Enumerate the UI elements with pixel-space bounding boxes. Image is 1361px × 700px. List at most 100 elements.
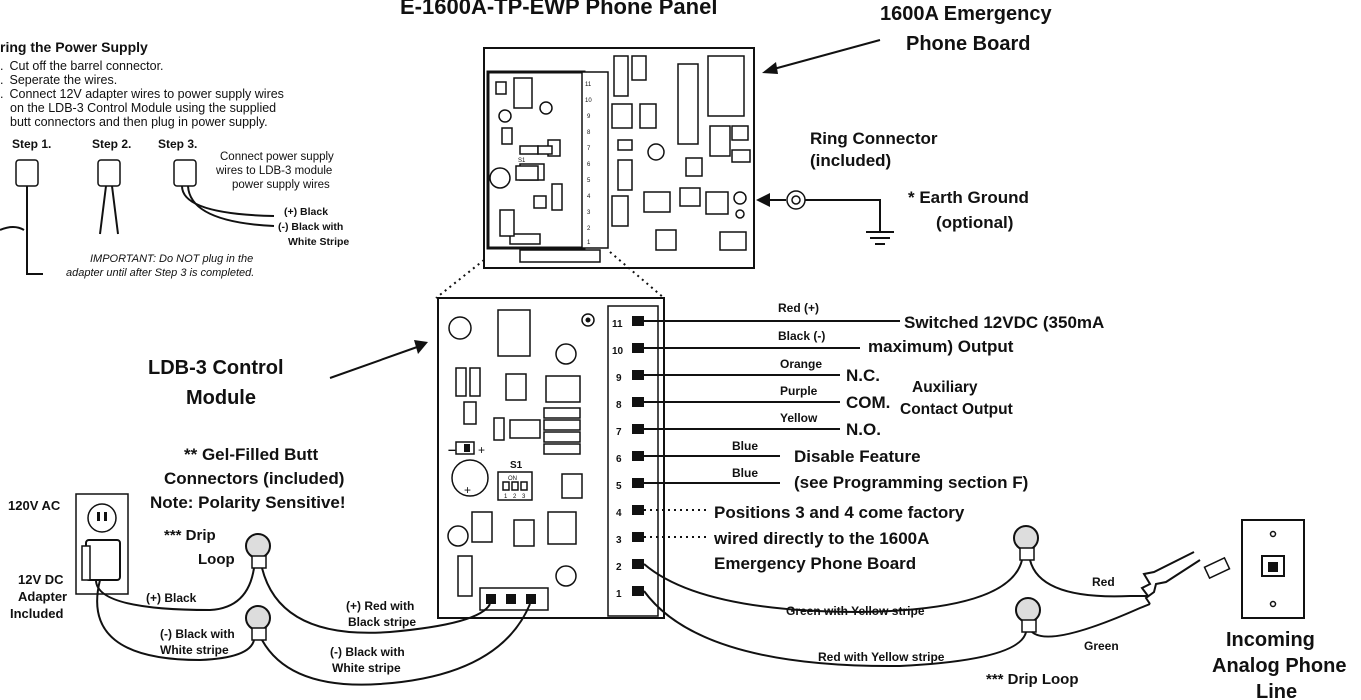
butt-connector-minus bbox=[245, 605, 271, 641]
connect-note-2: wires to LDB-3 module bbox=[215, 165, 332, 177]
svg-text:9: 9 bbox=[616, 373, 622, 384]
step-1-label: Step 1. bbox=[12, 137, 51, 151]
module-switch-s1: S1 ON 1 2 3 bbox=[497, 460, 533, 501]
svg-text:+: + bbox=[478, 443, 485, 457]
wire-color-t6: Blue bbox=[732, 439, 758, 453]
important-note-1: IMPORTANT: Do NOT plug in the bbox=[90, 253, 253, 265]
aux-label-2: Contact Output bbox=[900, 401, 1013, 418]
svg-text:8: 8 bbox=[587, 130, 591, 136]
svg-text:1: 1 bbox=[616, 589, 622, 600]
earth-ground-label-2: (optional) bbox=[936, 213, 1013, 232]
svg-text:6: 6 bbox=[616, 454, 622, 465]
wire-color-t5: Blue bbox=[732, 466, 758, 480]
aux-label-1: Auxiliary bbox=[912, 379, 978, 396]
svg-text:S1: S1 bbox=[518, 158, 526, 164]
output-wires bbox=[644, 320, 900, 538]
label-green-yellow: Green with Yellow stripe bbox=[786, 604, 925, 618]
output-nc: N.C. bbox=[846, 366, 880, 385]
board-components bbox=[489, 55, 751, 263]
board-terminal-numbers: 11 10 9 8 7 6 5 4 3 2 1 bbox=[585, 82, 592, 246]
power-heading: ring the Power Supply bbox=[0, 39, 148, 55]
butt-connector-phone-bottom bbox=[1015, 597, 1041, 633]
power-supply-instructions: ring the Power Supply .Cut off the barre… bbox=[0, 39, 349, 279]
power-step-3-cont-a: on the LDB-3 Control Module using the su… bbox=[10, 101, 276, 115]
diagram-title: E-1600A-TP-EWP Phone Panel bbox=[400, 0, 717, 19]
wire-label-plus-black: (+) Black bbox=[284, 206, 328, 218]
wire-color-t11: Red (+) bbox=[778, 301, 819, 315]
svg-text:–: – bbox=[448, 441, 456, 457]
svg-text:1: 1 bbox=[587, 240, 591, 246]
adapter-label-1: 12V DC bbox=[18, 572, 64, 587]
disable-feature-2: (see Programming section F) bbox=[794, 473, 1028, 492]
drip-loop-left-1: *** Drip bbox=[164, 527, 216, 544]
label-red: Red bbox=[1092, 575, 1115, 589]
adapter-label-2: Adapter bbox=[18, 589, 67, 604]
positions-note-3: Emergency Phone Board bbox=[714, 554, 916, 573]
label-plus-red-black-2: Black stripe bbox=[348, 615, 416, 629]
svg-text:10: 10 bbox=[612, 346, 624, 357]
step-1-adapter-icon bbox=[0, 159, 43, 275]
power-wires bbox=[95, 567, 531, 686]
board-switch-s1: S1 bbox=[515, 158, 539, 181]
drip-loop-left-2: Loop bbox=[198, 551, 235, 568]
svg-text:2: 2 bbox=[513, 494, 517, 500]
output-com: COM. bbox=[846, 393, 890, 412]
positions-note-2: wired directly to the 1600A bbox=[713, 529, 929, 548]
wire-color-t9: Orange bbox=[780, 357, 822, 371]
butt-connectors-1: ** Gel-Filled Butt bbox=[184, 445, 318, 464]
step-2-adapter-icon bbox=[97, 159, 121, 235]
power-step-3: .Connect 12V adapter wires to power supp… bbox=[0, 87, 284, 101]
svg-text:5: 5 bbox=[587, 178, 591, 184]
ac-label: 120V AC bbox=[8, 498, 61, 513]
zoom-line-left bbox=[435, 259, 485, 299]
label-red-yellow: Red with Yellow stripe bbox=[818, 650, 945, 664]
connect-note-1: Connect power supply bbox=[220, 151, 334, 163]
butt-connectors-3: Note: Polarity Sensitive! bbox=[150, 493, 346, 512]
svg-text:11: 11 bbox=[612, 319, 623, 330]
connect-note-3: power supply wires bbox=[232, 179, 330, 191]
ring-connector-label-1: Ring Connector bbox=[810, 129, 938, 148]
drip-loop-right: *** Drip Loop bbox=[986, 671, 1079, 688]
ring-connector-icon bbox=[756, 190, 881, 232]
svg-text:1: 1 bbox=[504, 494, 508, 500]
label-minus-black-white2-1: (-) Black with bbox=[330, 645, 405, 659]
module-label-line-1: LDB-3 Control bbox=[148, 357, 284, 379]
svg-text:ON: ON bbox=[508, 476, 517, 482]
board-label-arrow bbox=[762, 39, 881, 74]
wire-color-t10: Black (-) bbox=[778, 329, 825, 343]
step-3-adapter-icon bbox=[173, 159, 275, 227]
label-minus-black-white-2: White stripe bbox=[160, 643, 229, 657]
svg-text:7: 7 bbox=[587, 146, 591, 152]
module-terminal-screws bbox=[632, 316, 644, 596]
incoming-line-2: Analog Phone bbox=[1212, 655, 1346, 677]
svg-text:4: 4 bbox=[587, 194, 591, 200]
phone-jack-icon bbox=[1241, 519, 1305, 619]
svg-text:+: + bbox=[464, 483, 471, 497]
svg-text:S1: S1 bbox=[510, 460, 523, 471]
label-green: Green bbox=[1084, 639, 1119, 653]
power-adapter-icon bbox=[81, 539, 121, 581]
wire-label-white-stripe: White Stripe bbox=[288, 236, 349, 248]
switched-output-line-2: maximum) Output bbox=[868, 337, 1014, 356]
output-no: N.O. bbox=[846, 420, 881, 439]
incoming-line-1: Incoming bbox=[1226, 629, 1315, 651]
board-label-line-2: Phone Board bbox=[906, 33, 1030, 55]
module-components: – + + bbox=[447, 309, 595, 611]
wire-color-t7: Yellow bbox=[780, 411, 818, 425]
svg-text:8: 8 bbox=[616, 400, 622, 411]
svg-text:3: 3 bbox=[587, 210, 591, 216]
step-2-label: Step 2. bbox=[92, 137, 131, 151]
svg-text:2: 2 bbox=[587, 226, 591, 232]
module-terminal-numbers: 11 10 9 8 7 6 5 4 3 2 1 bbox=[612, 319, 624, 600]
important-note-2: adapter until after Step 3 is completed. bbox=[66, 267, 254, 279]
module-label-line-2: Module bbox=[186, 387, 256, 409]
step-3-label: Step 3. bbox=[158, 137, 197, 151]
label-minus-black-white-1: (-) Black with bbox=[160, 627, 235, 641]
butt-connectors-2: Connectors (included) bbox=[164, 469, 344, 488]
label-plus-black: (+) Black bbox=[146, 591, 197, 605]
power-step-2: .Seperate the wires. bbox=[0, 73, 117, 87]
module-label-arrow bbox=[329, 340, 428, 379]
board-label-line-1: 1600A Emergency bbox=[880, 3, 1052, 25]
butt-connector-phone-top bbox=[1013, 525, 1039, 561]
earth-ground-label-1: * Earth Ground bbox=[908, 188, 1029, 207]
